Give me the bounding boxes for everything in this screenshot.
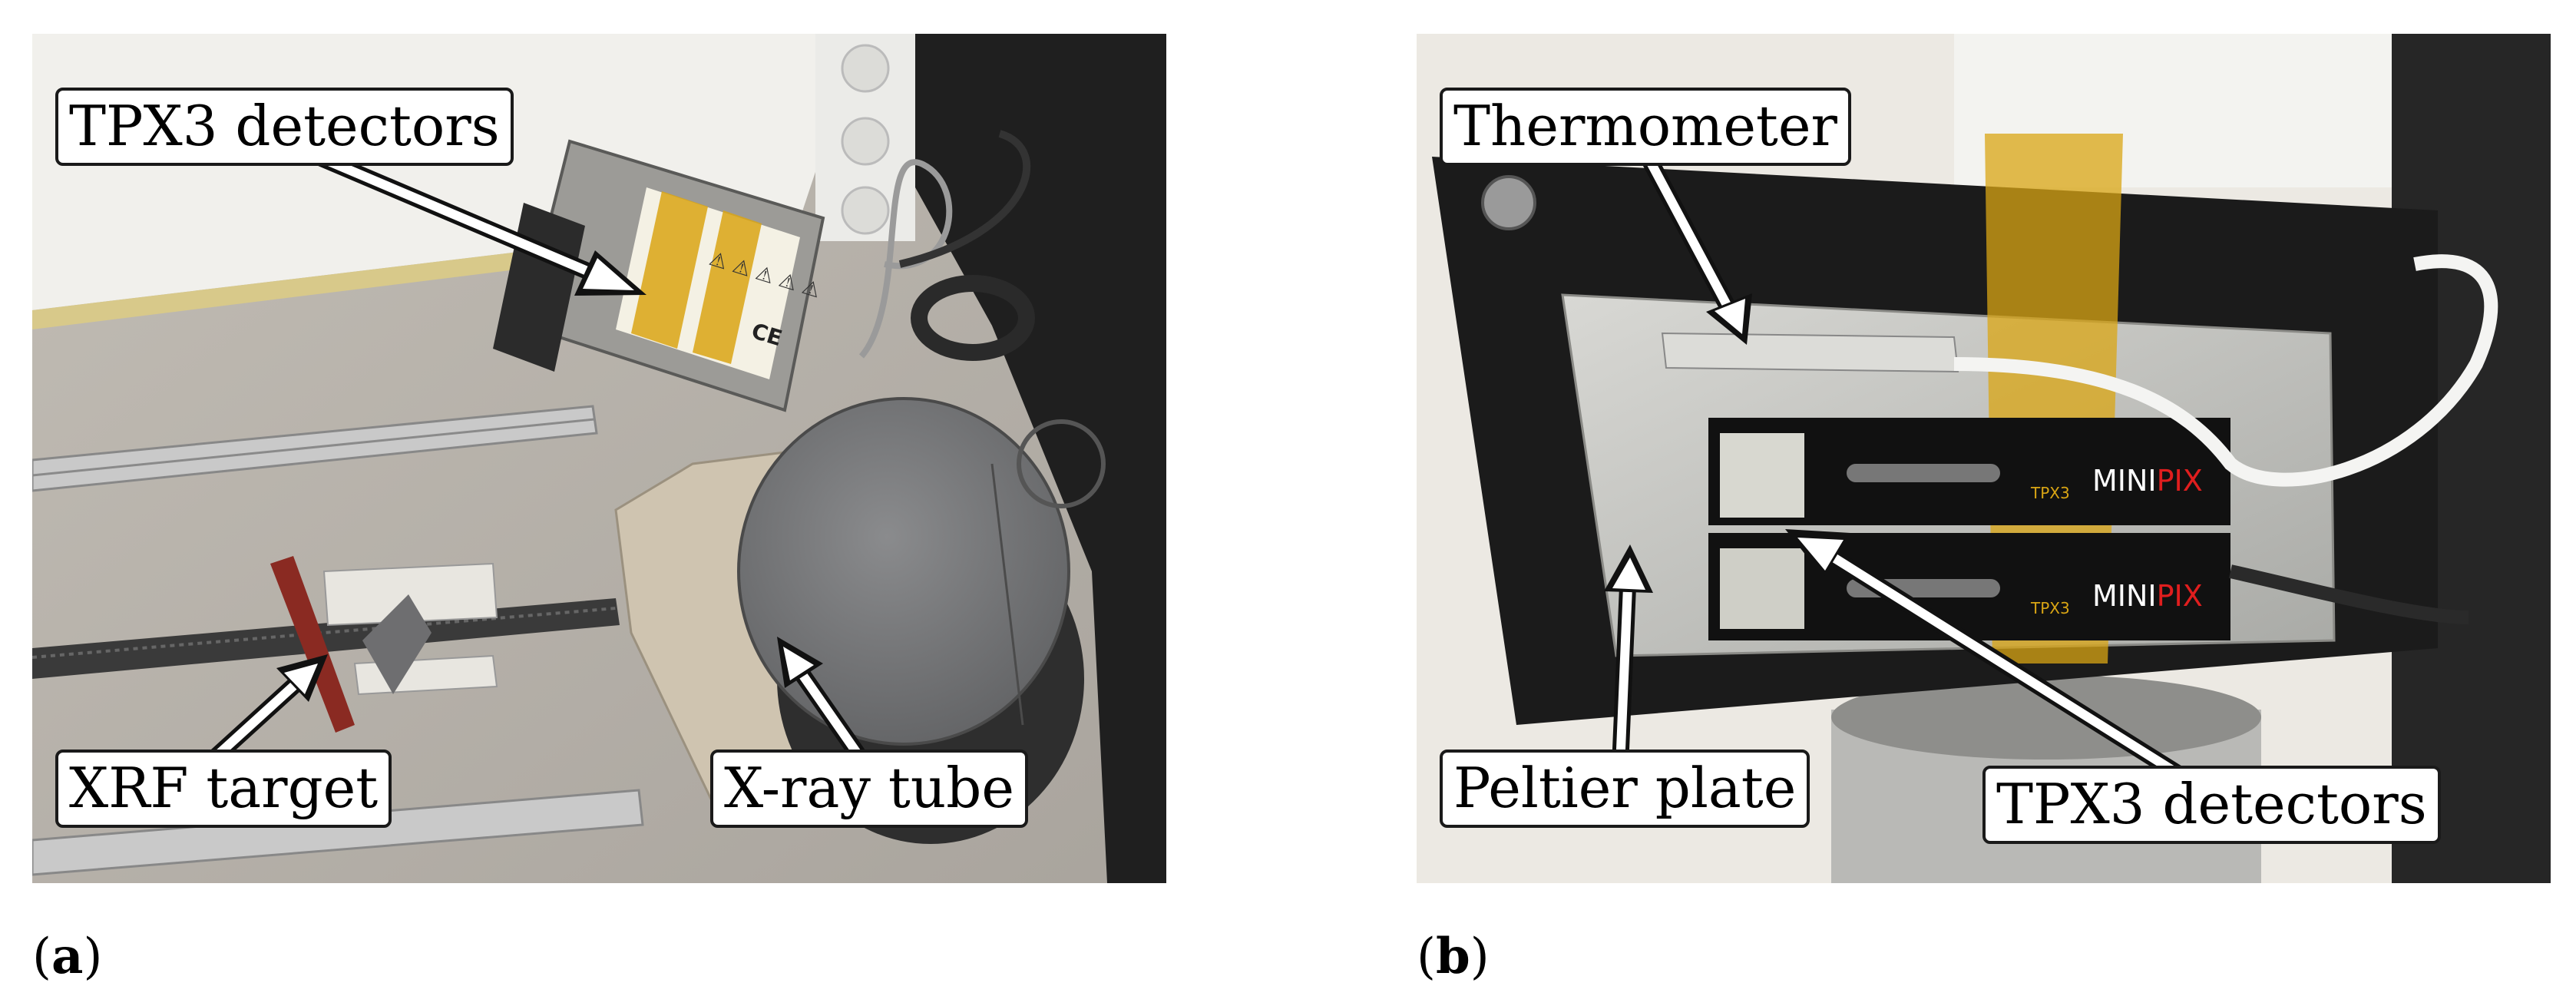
cable (858, 159, 953, 359)
usb-cable-dark (2229, 564, 2469, 624)
usb-cable (1953, 254, 2498, 487)
socket (841, 117, 890, 166)
cable (898, 130, 1031, 268)
fan-guard (1017, 419, 1106, 508)
kapton-tape (693, 210, 762, 364)
socket (841, 44, 890, 93)
screw (1481, 175, 1536, 230)
arrow-xray (777, 637, 870, 768)
callout-tpx3-detectors-b: TPX3 detectors (1982, 766, 2441, 844)
socket (841, 186, 890, 235)
rail-upper (32, 405, 598, 492)
tube-top (737, 397, 1070, 746)
sensor-window (1720, 433, 1804, 518)
minipix-logo: MINIPIX (2092, 464, 2203, 498)
arrow-peltier (1604, 544, 1653, 776)
callout-xrf-target: XRF target (55, 750, 392, 828)
target-copper (270, 556, 355, 733)
tpx3-mark: TPX3 (2030, 484, 2070, 502)
photo-b-scene: MINIPIX TPX3 MINIPIX TPX3 (1417, 34, 2551, 883)
photo-b: MINIPIX TPX3 MINIPIX TPX3 Thermometer Pe… (1417, 34, 2551, 883)
slot (1847, 464, 2000, 482)
callout-thermometer: Thermometer (1440, 88, 1851, 166)
arrow-xrf (204, 654, 328, 768)
target-foil (362, 594, 432, 694)
kapton-tape (631, 191, 708, 349)
callout-tpx3-detectors: TPX3 detectors (55, 88, 514, 166)
kapton-tape (1985, 134, 2123, 663)
panel-label-a: (a) (32, 928, 103, 985)
callout-x-ray-tube: X-ray tube (710, 750, 1028, 828)
sensor-window (1720, 548, 1804, 629)
minipix-logo: MINIPIX (2092, 579, 2203, 613)
cable-coil (911, 275, 1035, 361)
rail-lower (32, 789, 644, 876)
arrow-tpx3-b (1785, 529, 2201, 791)
target-holder (322, 562, 498, 627)
callout-peltier-plate: Peltier plate (1440, 750, 1810, 828)
panel-label-b: (b) (1417, 928, 1490, 985)
enclosure-wall (915, 34, 1166, 883)
photo-a: ⚠ ⚠ ⚠ ⚠ ⚠ CE (32, 34, 1166, 883)
thermometer (1661, 332, 1959, 373)
tpx3-mark: TPX3 (2030, 599, 2070, 617)
